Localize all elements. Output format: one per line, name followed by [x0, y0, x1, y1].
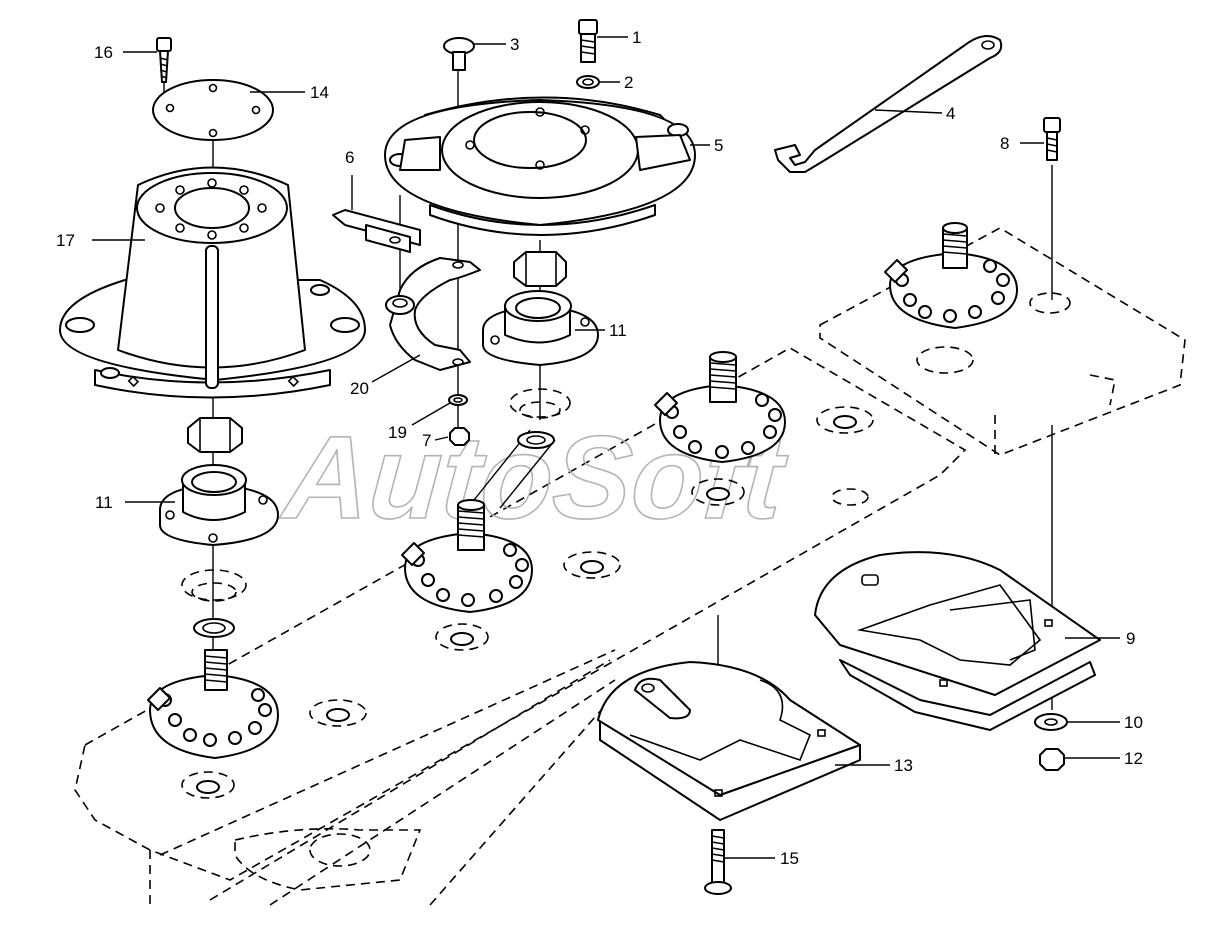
washer-below-left [181, 771, 235, 799]
callout-2: 2 [624, 73, 633, 92]
callout-4: 4 [946, 104, 955, 123]
washer-left-side [309, 699, 367, 727]
callout-10: 10 [1124, 713, 1143, 732]
callout-labels: 1 2 3 4 5 6 7 8 9 10 11 11 12 13 14 15 1… [56, 28, 1143, 868]
nut-center [513, 251, 567, 287]
washer-part-2 [576, 75, 600, 89]
callout-5: 5 [714, 136, 723, 155]
bearing-hub-part-11-center [482, 290, 599, 366]
washer-stack-left [181, 569, 247, 638]
gear-housing-middle [401, 499, 533, 613]
bearing-hub-part-11-left [159, 464, 279, 546]
washer-right-side [816, 406, 874, 506]
carriage-bolt-part-3 [443, 37, 475, 71]
washer-below-right [691, 478, 745, 506]
drum-cone-part-17 [59, 166, 366, 399]
gear-housing-left [147, 649, 279, 759]
washer-part-10 [1034, 713, 1068, 731]
wrench-part-4 [774, 35, 1003, 173]
bolt-part-1 [578, 19, 598, 63]
nut-part-12 [1039, 748, 1065, 771]
washer-below-middle [435, 623, 489, 651]
callout-12: 12 [1124, 749, 1143, 768]
nut-part-7 [449, 427, 470, 446]
callout-19: 19 [388, 423, 407, 442]
clip-part-6 [332, 209, 421, 253]
callout-17: 17 [56, 231, 75, 250]
washer-far-right [916, 292, 1071, 374]
cutter-bar-outline [74, 227, 1186, 906]
callout-8: 8 [1000, 134, 1009, 153]
callout-1: 1 [632, 28, 641, 47]
skid-part-9 [814, 551, 1101, 731]
callout-11-center: 11 [609, 321, 627, 340]
callout-13: 13 [894, 756, 913, 775]
callout-15: 15 [780, 849, 799, 868]
callout-11-left: 11 [95, 493, 113, 512]
nut-under-drum [187, 417, 243, 453]
callout-9: 9 [1126, 629, 1135, 648]
callout-20: 20 [350, 379, 369, 398]
bolt-part-15 [704, 829, 732, 895]
washer-part-19 [448, 394, 468, 406]
leader-lines [92, 36, 1120, 859]
screw-part-16 [156, 37, 172, 83]
callout-6: 6 [345, 148, 354, 167]
washer-stack-center [509, 388, 571, 449]
cover-plate-part-14 [152, 79, 274, 141]
knife-plate-part-20 [385, 257, 481, 371]
callout-3: 3 [510, 35, 519, 54]
callout-16: 16 [94, 43, 113, 62]
skid-part-13 [597, 661, 861, 821]
callout-14: 14 [310, 83, 329, 102]
gear-housing-far-right [884, 222, 1018, 329]
gear-housing-right [654, 351, 786, 463]
callout-7: 7 [422, 431, 431, 450]
screw-part-8 [1043, 117, 1061, 161]
washer-middle-side [563, 551, 621, 579]
disc-plate-part-5 [384, 96, 696, 236]
